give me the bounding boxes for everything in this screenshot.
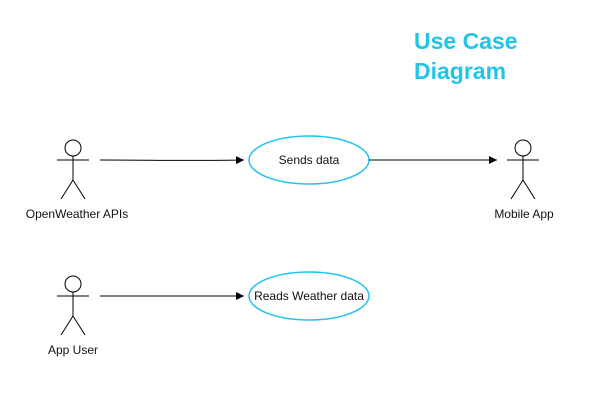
actor-left-leg <box>60 179 74 200</box>
actor-left-leg <box>60 315 74 336</box>
usecase-label-reads-weather-data: Reads Weather data <box>254 289 364 303</box>
actor-label-openweather-apis: OpenWeather APIs <box>25 207 129 221</box>
actor-right-leg <box>522 179 536 200</box>
actor-right-leg <box>72 315 86 336</box>
diagram-title-line-1: Use Case <box>414 28 518 54</box>
actor-openweather-apis[interactable] <box>57 139 89 200</box>
actor-head <box>514 139 532 157</box>
usecase-reads-weather-data[interactable] <box>248 271 370 321</box>
actor-app-user[interactable] <box>57 275 89 336</box>
actor-label-app-user: App User <box>47 343 99 357</box>
diagram-title-line-2: Diagram <box>414 58 507 84</box>
actor-label-mobile-app: Mobile App <box>494 207 554 221</box>
actor-mobile-app[interactable] <box>507 139 539 200</box>
actor-right-leg <box>72 179 86 200</box>
diagram-title: Use Case Diagram <box>414 26 584 86</box>
actor-left-leg <box>510 179 524 200</box>
actor-head <box>64 275 82 293</box>
usecase-label-sends-data: Sends data <box>278 153 340 167</box>
actor-head <box>64 139 82 157</box>
